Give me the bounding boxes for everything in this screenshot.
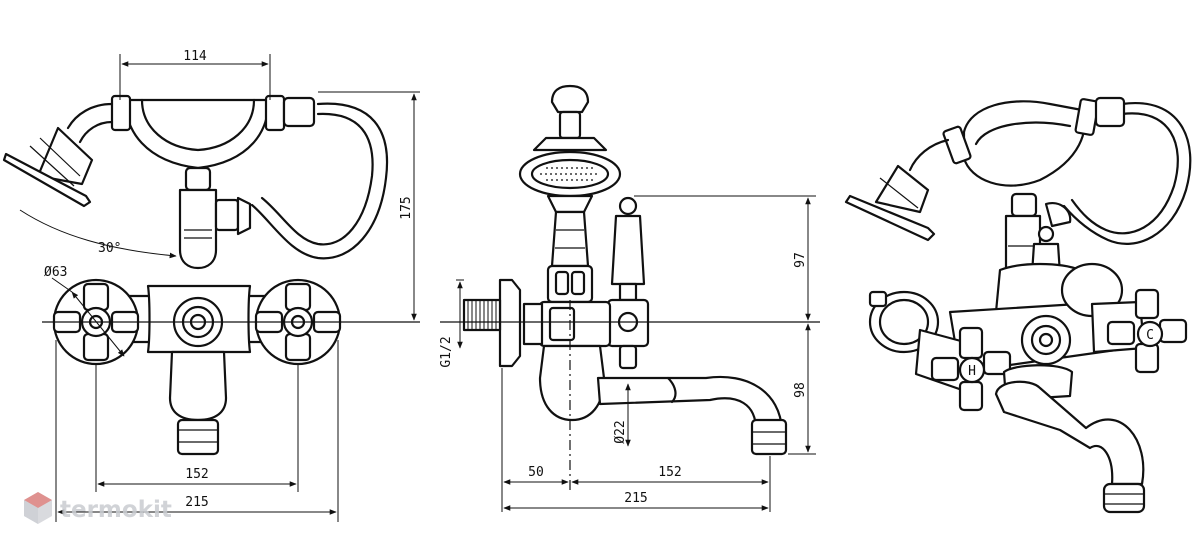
iso-spout: [994, 380, 1145, 486]
front-shower-head: [2, 126, 94, 208]
watermark-text: termokit: [60, 497, 172, 523]
iso-cold-handle: C: [1090, 288, 1188, 374]
dim-215-side: 215: [624, 491, 647, 506]
front-spout: [168, 350, 228, 422]
dim-98: 98: [793, 382, 808, 398]
dim-152-front: 152: [185, 467, 208, 482]
side-shower-head: [518, 136, 622, 214]
dim-diameter-63: Ø63: [44, 265, 67, 280]
dim-215-front: 215: [185, 495, 208, 510]
side-lever: [606, 196, 650, 370]
dim-175: 175: [399, 196, 414, 219]
iso-hot-handle: H: [914, 326, 1012, 412]
dim-diameter-22: Ø22: [613, 420, 628, 443]
front-handle-body: [124, 98, 270, 170]
dim-97: 97: [793, 252, 808, 268]
front-column: [178, 188, 218, 270]
iso-handle-body: [962, 100, 1086, 187]
front-dimensions: 114 175 30° Ø63 152 215: [19, 49, 420, 522]
side-inlet-thread: [462, 298, 502, 332]
cold-label: C: [1146, 328, 1154, 343]
side-handle: [550, 210, 590, 268]
dim-30-degrees: 30°: [98, 241, 121, 256]
dim-g-half-inch: G1/2: [439, 336, 454, 367]
dim-114: 114: [183, 49, 207, 64]
isometric-view: H C: [844, 96, 1192, 514]
side-wall-flange: [498, 278, 522, 368]
side-view: [440, 84, 820, 490]
front-hose: [250, 102, 389, 260]
dim-50: 50: [528, 465, 544, 480]
watermark-logo: termokit: [24, 492, 172, 524]
iso-shower-head: [844, 164, 936, 242]
dim-152-side: 152: [658, 465, 681, 480]
hot-label: H: [968, 364, 976, 379]
iso-hose: [1062, 101, 1192, 245]
side-dimensions: 97 98 G1/2 Ø22 50 152 215: [439, 195, 816, 512]
